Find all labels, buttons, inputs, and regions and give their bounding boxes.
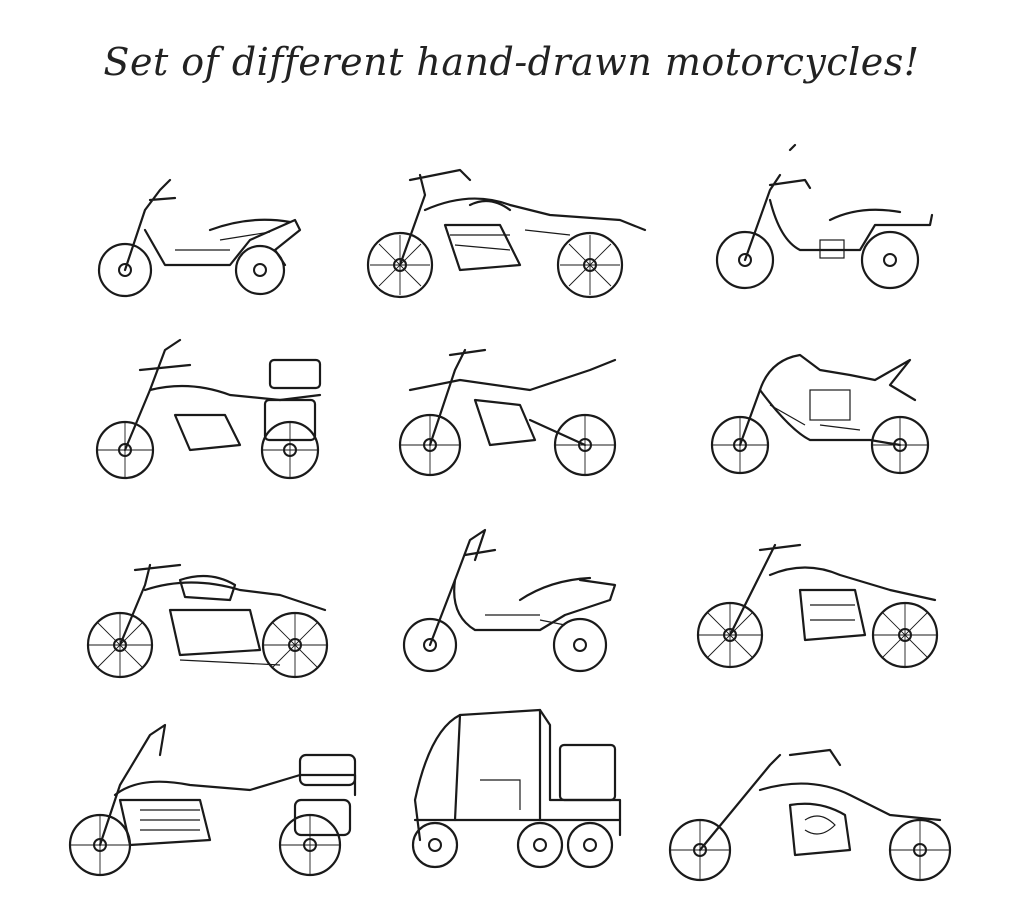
cruiser-icon bbox=[350, 140, 650, 320]
underbone-icon bbox=[700, 130, 940, 310]
covered-trike-icon bbox=[390, 700, 630, 880]
motorcycle-grid bbox=[40, 130, 983, 900]
grand-touring-icon bbox=[60, 710, 360, 890]
scooter-icon bbox=[80, 150, 320, 330]
page-title: Set of different hand-drawn motorcycles! bbox=[103, 40, 920, 84]
maxi-scooter-icon bbox=[390, 510, 630, 690]
classic-motorcycle-icon bbox=[80, 520, 340, 700]
chopper-icon bbox=[660, 730, 960, 910]
custom-cruiser-icon bbox=[690, 520, 950, 700]
adventure-touring-icon bbox=[80, 320, 340, 500]
dirt-bike-icon bbox=[390, 320, 630, 500]
sport-bike-icon bbox=[700, 320, 940, 500]
